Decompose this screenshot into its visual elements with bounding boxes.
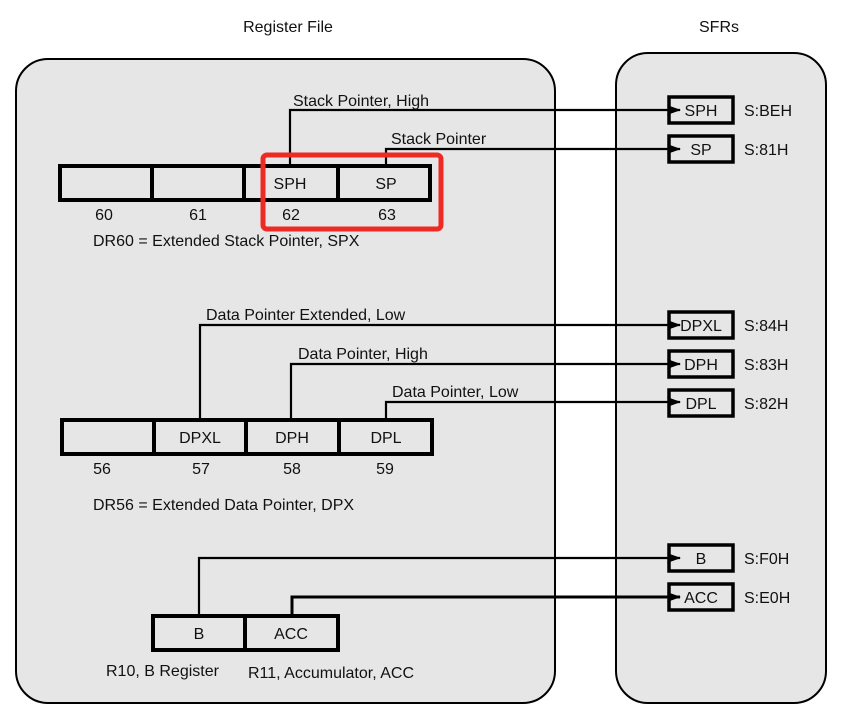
wire-b-register <box>197 553 681 616</box>
sfr-box-sp <box>667 134 735 164</box>
acc-b-register-row: B ACC <box>151 614 340 652</box>
label-stack-pointer: Stack Pointer <box>391 131 487 148</box>
sfr-label-sph: SPH <box>685 103 718 120</box>
sfr-address-sph: S:BEH <box>744 103 792 120</box>
wire-stack-pointer <box>384 144 681 166</box>
sfr-box-sph <box>667 95 735 125</box>
cell-index-62: 62 <box>282 207 300 224</box>
sfr-label-dpxl: DPXL <box>680 318 722 335</box>
wire-data-pointer-extended-low <box>198 320 681 420</box>
data-pointer-register-row: DPXL DPH DPL 56 57 58 59 <box>60 418 434 478</box>
sfr-label-sp: SP <box>690 142 711 159</box>
cell-label-b: B <box>194 626 205 643</box>
sfr-address-dpl: S:82H <box>744 396 788 413</box>
sfr-box-dpl <box>667 388 735 418</box>
sfr-address-acc: S:E0H <box>744 590 790 607</box>
wire-stack-pointer-high <box>288 105 681 166</box>
cell-label-dpxl: DPXL <box>179 430 221 447</box>
register-file-panel <box>15 58 556 704</box>
sfr-box-dpxl <box>667 310 735 340</box>
label-data-pointer-low: Data Pointer, Low <box>392 384 519 401</box>
sfr-address-dph: S:83H <box>744 357 788 374</box>
cell-index-57: 57 <box>192 461 210 478</box>
sfrs-title: SFRs <box>699 19 739 36</box>
cell-label-acc: ACC <box>274 626 308 643</box>
caption-r11: R11, Accumulator, ACC <box>248 665 414 682</box>
cell-label-dpl: DPL <box>370 430 401 447</box>
label-stack-pointer-high: Stack Pointer, High <box>293 93 429 110</box>
cell-index-61: 61 <box>189 207 207 224</box>
cell-index-58: 58 <box>283 461 301 478</box>
register-file-title: Register File <box>243 19 333 36</box>
label-data-pointer-high: Data Pointer, High <box>298 346 428 363</box>
sfr-box-b <box>667 543 735 573</box>
caption-dr56: DR56 = Extended Data Pointer, DPX <box>93 497 354 514</box>
cell-label-sph: SPH <box>274 176 307 193</box>
sfr-address-b: S:F0H <box>744 551 789 568</box>
register-cell-63 <box>336 164 432 202</box>
wire-accumulator <box>290 592 681 616</box>
caption-r10: R10, B Register <box>106 663 220 680</box>
sfr-box-dph <box>667 349 735 379</box>
sfr-label-b: B <box>696 551 707 568</box>
sfr-address-sp: S:81H <box>744 142 788 159</box>
cell-index-60: 60 <box>95 207 113 224</box>
wire-data-pointer-low <box>384 397 681 420</box>
caption-dr60: DR60 = Extended Stack Pointer, SPX <box>93 233 360 250</box>
sfr-label-dpl: DPL <box>685 396 716 413</box>
sfr-address-dpxl: S:84H <box>744 318 788 335</box>
label-data-pointer-extended-low: Data Pointer Extended, Low <box>206 307 406 324</box>
cell-label-sp: SP <box>375 176 396 193</box>
wire-data-pointer-high <box>289 359 681 420</box>
stack-register-row: SPH SP 60 61 62 63 <box>58 164 432 224</box>
sfr-box-acc <box>667 582 735 612</box>
cell-index-63: 63 <box>378 207 396 224</box>
sfr-label-dph: DPH <box>684 357 718 374</box>
cell-index-56: 56 <box>93 461 111 478</box>
highlight-box <box>260 152 444 232</box>
cell-label-dph: DPH <box>275 430 309 447</box>
cell-index-59: 59 <box>376 461 394 478</box>
register-cell-59 <box>337 418 434 456</box>
register-cell-acc <box>243 614 340 652</box>
sfr-label-acc: ACC <box>684 590 718 607</box>
